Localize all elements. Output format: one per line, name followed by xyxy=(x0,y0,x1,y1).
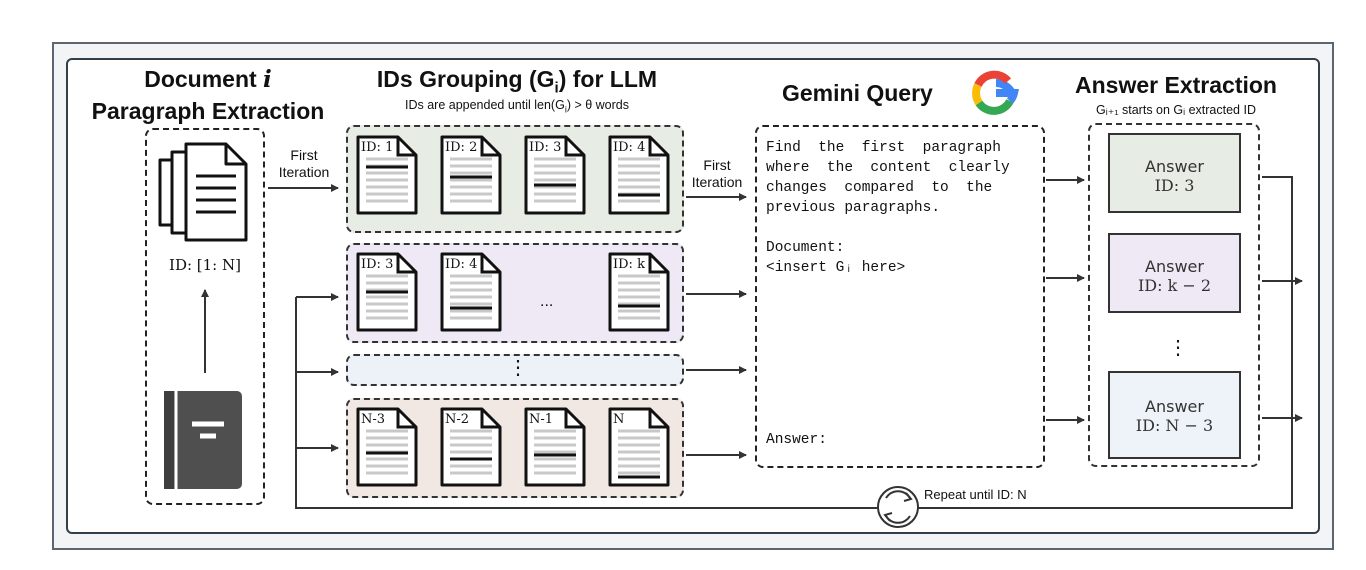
doc-row1-2-label: ID: 2 xyxy=(445,140,477,155)
doc-row2-1: ID: 3 xyxy=(356,252,418,332)
doc-row1-3: ID: 3 xyxy=(524,135,586,215)
doc-row2-3: ID: k xyxy=(608,252,670,332)
gemini-to-answer-arrows xyxy=(1046,176,1085,424)
doc-row4-2-label: N-2 xyxy=(445,412,469,427)
doc-row4-1: N-3 xyxy=(356,407,418,487)
doc-row2-1-label: ID: 3 xyxy=(361,257,393,272)
doc-row2-2-label: ID: 4 xyxy=(445,257,477,272)
doc-row4-2: N-2 xyxy=(440,407,502,487)
loop-label: Repeat until ID: N xyxy=(924,487,1027,502)
doc-row4-4: N xyxy=(608,407,670,487)
document-box xyxy=(145,128,265,505)
col4-subtitle: Gᵢ₊₁ starts on Gᵢ extracted ID xyxy=(1096,103,1256,117)
book-icon xyxy=(164,391,242,489)
answer-box-2: Answer ID: k − 2 xyxy=(1108,233,1241,313)
answer-box-3: Answer ID: N − 3 xyxy=(1108,371,1241,459)
doc-row1-2: ID: 2 xyxy=(440,135,502,215)
doc-row4-3: N-1 xyxy=(524,407,586,487)
doc-row1-1-label: ID: 1 xyxy=(361,140,393,155)
col2-title: IDs Grouping (Gi) for LLM xyxy=(376,66,658,97)
col1-title-line2: Paragraph Extraction xyxy=(91,98,325,124)
answer-vertical-dots: ⋮ xyxy=(1168,337,1188,359)
google-g-icon xyxy=(972,70,1019,115)
id-range-label: ID: [1: N] xyxy=(169,256,241,274)
repeat-cycle-icon xyxy=(877,486,919,528)
documents-stack-icon xyxy=(158,142,248,242)
answer-box-1: Answer ID: 3 xyxy=(1108,133,1241,213)
doc-row1-4-label: ID: 4 xyxy=(613,140,645,155)
doc-row1-3-label: ID: 3 xyxy=(529,140,561,155)
col2-subtitle: IDs are appended until len(Gi) > θ words xyxy=(404,98,629,115)
group-row-3 xyxy=(346,354,684,386)
answer-group xyxy=(1088,123,1260,467)
gemini-prompt-box xyxy=(755,125,1045,468)
answer-output-arrows xyxy=(1262,277,1303,422)
doc-row4-1-label: N-3 xyxy=(361,412,385,427)
loop-back-path xyxy=(295,176,1293,509)
col3-title: Gemini Query xyxy=(782,80,933,106)
doc-row1-1: ID: 1 xyxy=(356,135,418,215)
doc-row2-3-label: ID: k xyxy=(613,257,645,272)
doc-row2-2: ID: 4 xyxy=(440,252,502,332)
col4-title: Answer Extraction xyxy=(1075,72,1277,98)
prompt-text: Find the first paragraph where the conte… xyxy=(766,140,1010,276)
col1-title-line1: Document i xyxy=(144,66,272,93)
group-to-gemini-arrows xyxy=(686,193,747,459)
answer-placeholder: Answer: xyxy=(766,432,827,448)
doc-row4-3-label: N-1 xyxy=(529,412,553,427)
row2-ellipsis: ... xyxy=(540,293,554,310)
row3-vertical-dots: ⋮ xyxy=(508,357,528,379)
doc-row1-4: ID: 4 xyxy=(608,135,670,215)
doc-row4-4-label: N xyxy=(613,412,624,427)
